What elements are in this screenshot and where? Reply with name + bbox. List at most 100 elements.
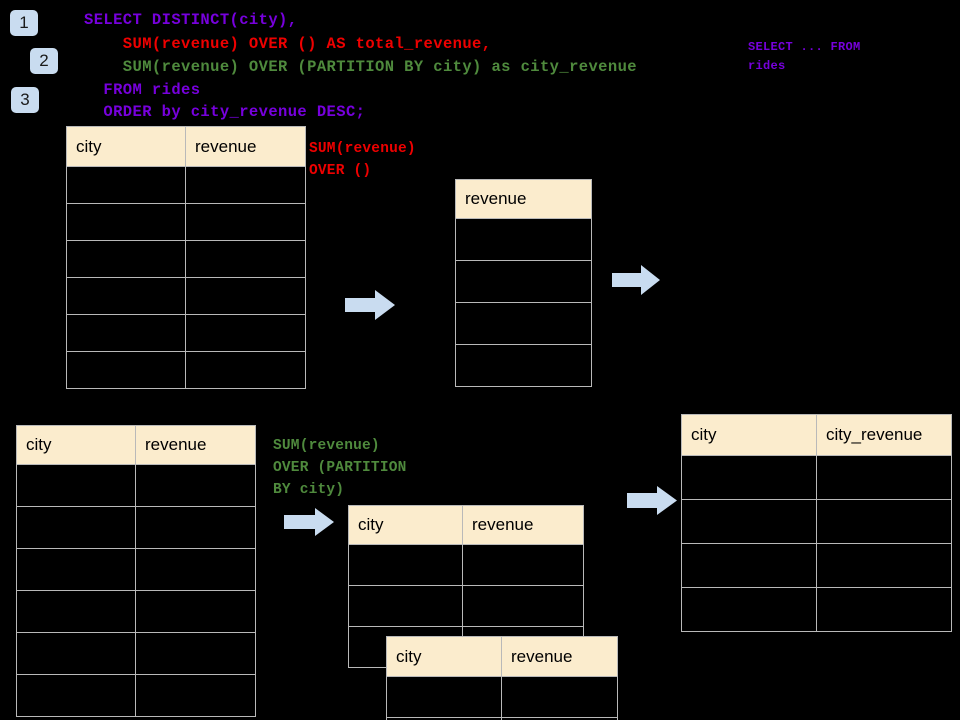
cell-revenue bbox=[135, 506, 256, 549]
cell-revenue bbox=[135, 632, 256, 675]
cell-city bbox=[16, 590, 136, 633]
table-row bbox=[455, 218, 592, 261]
cell-revenue bbox=[185, 203, 306, 241]
column-header-revenue: revenue bbox=[135, 425, 256, 465]
cell-city bbox=[66, 166, 186, 204]
cell-revenue bbox=[135, 464, 256, 507]
cell-city bbox=[681, 543, 817, 588]
table-row bbox=[66, 166, 306, 204]
table-header-row: city revenue bbox=[66, 126, 306, 167]
arrow-partition-to-result bbox=[627, 486, 677, 520]
cell-revenue bbox=[185, 166, 306, 204]
cell-city bbox=[16, 548, 136, 591]
table-rides-source-top: city revenue bbox=[66, 126, 306, 389]
step-badge-2[interactable]: 2 bbox=[30, 48, 58, 74]
sql-line-sum-over-partition: SUM(revenue) OVER (PARTITION BY city) as… bbox=[84, 58, 637, 76]
cell-revenue bbox=[135, 674, 256, 717]
table-row bbox=[455, 260, 592, 303]
column-header-city: city bbox=[66, 126, 186, 167]
cell-city bbox=[681, 499, 817, 544]
cell-revenue bbox=[135, 590, 256, 633]
annotation-over-partition-line3: BY city) bbox=[273, 482, 345, 498]
cell-revenue bbox=[185, 351, 306, 389]
table-total-revenue: revenue bbox=[455, 179, 592, 387]
annotation-over-partition-line1: SUM(revenue) bbox=[273, 438, 380, 454]
cell-city bbox=[16, 632, 136, 675]
sql-line-sum-over-empty: SUM(revenue) OVER () AS total_revenue, bbox=[84, 35, 492, 53]
column-header-revenue: revenue bbox=[462, 505, 584, 545]
sql-line-select-distinct: SELECT DISTINCT(city), bbox=[84, 11, 298, 29]
table-row bbox=[348, 585, 584, 627]
table-row bbox=[16, 674, 256, 717]
table-rides-source-bottom: city revenue bbox=[16, 425, 256, 717]
cell-city bbox=[66, 277, 186, 315]
column-header-revenue: revenue bbox=[501, 636, 618, 677]
cell-city bbox=[16, 674, 136, 717]
step-badge-2-label: 2 bbox=[39, 51, 49, 70]
cell-city bbox=[66, 351, 186, 389]
table-row bbox=[455, 344, 592, 387]
table-row bbox=[681, 587, 952, 632]
cell-revenue bbox=[501, 717, 618, 720]
step-badge-3-label: 3 bbox=[20, 90, 30, 109]
table-row bbox=[66, 351, 306, 389]
arrow-total-to-result bbox=[612, 265, 660, 300]
cell-city bbox=[348, 544, 463, 586]
table-row bbox=[66, 314, 306, 352]
table-row bbox=[16, 548, 256, 591]
cell-city bbox=[16, 506, 136, 549]
side-note-select-from-line2: rides bbox=[748, 59, 786, 73]
annotation-over-empty-line1: SUM(revenue) bbox=[309, 141, 416, 157]
cell-city-revenue bbox=[816, 543, 952, 588]
column-header-city: city bbox=[348, 505, 463, 545]
cell-revenue bbox=[455, 218, 592, 261]
cell-city bbox=[66, 203, 186, 241]
cell-city bbox=[348, 585, 463, 627]
table-row bbox=[681, 455, 952, 500]
cell-revenue bbox=[462, 585, 584, 627]
table-result-city-revenue: city city_revenue bbox=[681, 414, 952, 632]
table-row bbox=[66, 240, 306, 278]
step-badge-3[interactable]: 3 bbox=[11, 87, 39, 113]
column-header-city: city bbox=[386, 636, 502, 677]
table-row bbox=[16, 464, 256, 507]
table-header-row: city city_revenue bbox=[681, 414, 952, 456]
table-header-row: revenue bbox=[455, 179, 592, 219]
cell-city-revenue bbox=[816, 587, 952, 632]
cell-revenue bbox=[501, 676, 618, 718]
table-header-row: city revenue bbox=[16, 425, 256, 465]
cell-city-revenue bbox=[816, 455, 952, 500]
cell-revenue bbox=[462, 544, 584, 586]
table-row bbox=[348, 544, 584, 586]
table-row bbox=[66, 277, 306, 315]
table-row bbox=[681, 543, 952, 588]
cell-city bbox=[681, 587, 817, 632]
cell-revenue bbox=[455, 260, 592, 303]
step-badge-1[interactable]: 1 bbox=[10, 10, 38, 36]
column-header-city-revenue: city_revenue bbox=[816, 414, 952, 456]
table-row bbox=[455, 302, 592, 345]
cell-city bbox=[681, 455, 817, 500]
table-row bbox=[386, 676, 618, 718]
column-header-revenue: revenue bbox=[455, 179, 592, 219]
cell-city bbox=[386, 676, 502, 718]
column-header-city: city bbox=[681, 414, 817, 456]
cell-city-revenue bbox=[816, 499, 952, 544]
cell-city bbox=[16, 464, 136, 507]
table-row bbox=[386, 717, 618, 720]
side-note-select-from-line1: SELECT ... FROM bbox=[748, 40, 861, 54]
cell-revenue bbox=[455, 302, 592, 345]
table-row bbox=[16, 590, 256, 633]
cell-revenue bbox=[185, 240, 306, 278]
arrow-source-to-total bbox=[345, 290, 395, 325]
cell-revenue bbox=[455, 344, 592, 387]
sql-line-from: FROM rides bbox=[84, 81, 201, 99]
cell-revenue bbox=[185, 277, 306, 315]
step-badge-1-label: 1 bbox=[19, 13, 29, 32]
table-header-row: city revenue bbox=[386, 636, 618, 677]
table-row bbox=[16, 506, 256, 549]
table-header-row: city revenue bbox=[348, 505, 584, 545]
table-row bbox=[681, 499, 952, 544]
table-partition-group-front: city revenue bbox=[386, 636, 618, 720]
